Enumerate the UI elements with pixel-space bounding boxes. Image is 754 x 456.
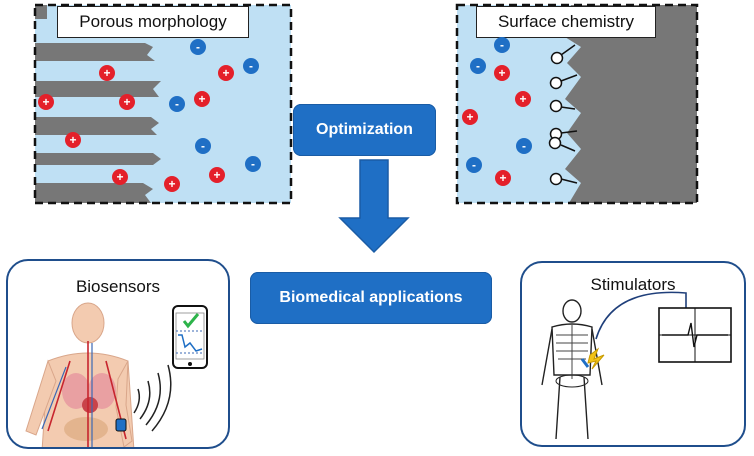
cation-ion: + — [112, 169, 128, 185]
cation-ion: + — [515, 91, 531, 107]
anion-ion: - — [169, 96, 185, 112]
cation-ion: + — [494, 65, 510, 81]
lightning-icon — [587, 347, 605, 370]
optimization-box: Optimization — [293, 104, 436, 156]
cation-ion: + — [65, 132, 81, 148]
cation-ion: + — [38, 94, 54, 110]
anion-ion: - — [470, 58, 486, 74]
flat-electrode — [565, 5, 697, 203]
cation-ion: + — [209, 167, 225, 183]
cation-ion: + — [164, 176, 180, 192]
cation-ion: + — [462, 109, 478, 125]
anion-ion: - — [245, 156, 261, 172]
anion-ion: - — [466, 157, 482, 173]
cation-ion: + — [99, 65, 115, 81]
cation-ion: + — [119, 94, 135, 110]
cation-ion: + — [194, 91, 210, 107]
stimulator-lead — [595, 291, 687, 340]
cation-ion: + — [218, 65, 234, 81]
surface-chemistry-title: Surface chemistry — [476, 6, 656, 38]
anion-ion: - — [195, 138, 211, 154]
anion-ion: - — [516, 138, 532, 154]
anion-ion: - — [494, 37, 510, 53]
stimulator-monitor — [658, 307, 732, 363]
smartphone-icon — [172, 305, 208, 369]
anion-ion: - — [243, 58, 259, 74]
human-anatomy-illustration — [25, 302, 172, 447]
biosensors-title: Biosensors — [75, 277, 161, 296]
signal-trace — [178, 334, 203, 352]
skeleton-illustration — [541, 299, 605, 440]
biosensors-card: Biosensors — [6, 259, 230, 449]
down-arrow — [338, 159, 410, 254]
stimulators-card: Stimulators — [520, 261, 746, 447]
anion-ion: - — [190, 39, 206, 55]
surface-functional-groups — [548, 44, 578, 186]
cation-ion: + — [495, 170, 511, 186]
check-icon — [182, 313, 200, 329]
pulse-trace — [662, 322, 728, 348]
porous-morphology-panel — [33, 3, 293, 205]
stimulators-title: Stimulators — [590, 275, 676, 294]
porous-electrode — [35, 5, 161, 203]
porous-morphology-title: Porous morphology — [57, 6, 249, 38]
biomedical-applications-box: Biomedical applications — [250, 272, 492, 324]
